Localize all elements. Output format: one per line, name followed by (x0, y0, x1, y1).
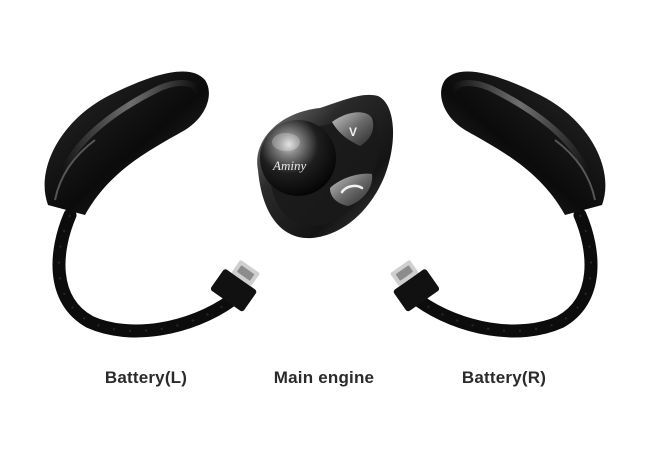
battery-right-connector (390, 260, 440, 312)
earbud-tip (260, 120, 336, 196)
caption-main-engine: Main engine (273, 368, 375, 387)
v-button-label: V (349, 125, 357, 139)
main-engine: V Aminy (257, 94, 394, 239)
caption-battery-right: Battery(R) (461, 368, 547, 387)
engine-brand-logo: Aminy (272, 158, 306, 173)
battery-left-cable (52, 208, 239, 338)
battery-left (44, 71, 260, 338)
battery-right (390, 71, 606, 338)
phone-icon (340, 184, 364, 194)
call-button[interactable] (330, 173, 373, 206)
battery-left-connector (210, 260, 260, 312)
v-button[interactable]: V (332, 112, 374, 146)
caption-battery-left: Battery(L) (104, 368, 188, 387)
battery-right-cable (411, 208, 598, 338)
battery-left-shell (44, 71, 209, 215)
battery-right-shell (441, 71, 606, 215)
